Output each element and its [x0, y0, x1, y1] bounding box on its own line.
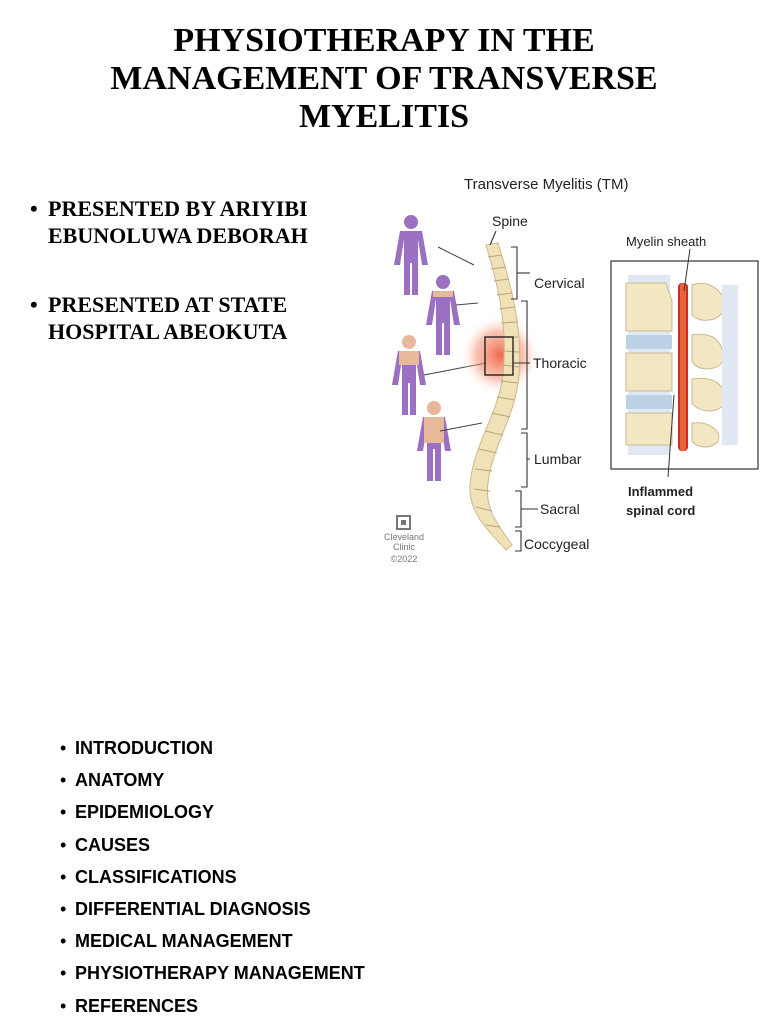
bullet: •	[60, 802, 67, 823]
bullet: •	[60, 995, 67, 1016]
list-item: • MEDICAL MANAGEMENT	[60, 925, 365, 957]
title-line-3: MYELITIS	[298, 98, 470, 135]
label-inflamed-1: Inflammed	[628, 484, 693, 499]
toc-label: EPIDEMIOLOGY	[75, 802, 215, 823]
human-figure-cervical	[394, 215, 428, 295]
logo-year: ©2022	[391, 554, 418, 564]
list-item: • DIFFERENTIAL DIAGNOSIS	[60, 893, 365, 925]
toc-label: PHYSIOTHERAPY MANAGEMENT	[75, 963, 365, 984]
table-of-contents: • INTRODUCTION • ANATOMY • EPIDEMIOLOGY • CA…	[60, 732, 365, 1022]
toc-label: REFERENCES	[75, 995, 199, 1016]
bullet: •	[60, 866, 67, 887]
slide-title: PHYSIOTHERAPY IN THE MANAGEMENT OF TRANS…	[20, 22, 748, 136]
toc-label: MEDICAL MANAGEMENT	[75, 931, 293, 952]
bullet: •	[30, 292, 38, 317]
transverse-myelitis-illustration: Transverse Myelitis (TM)	[384, 176, 759, 564]
label-inflamed-2: spinal cord	[626, 503, 695, 518]
logo-line-1: Cleveland	[384, 532, 424, 542]
bullet: •	[60, 738, 67, 758]
presenter-list: • PRESENTED BY ARIYIBI EBUNOLUWA DEBORAH…	[30, 195, 370, 387]
human-figure-thoracic-upper	[426, 275, 460, 355]
label-coccygeal: Coccygeal	[524, 536, 589, 552]
list-item: • CAUSES	[60, 829, 365, 861]
bullet: •	[60, 931, 67, 952]
list-item: • ANATOMY	[60, 764, 365, 796]
spinal-cord-cross-section-icon	[625, 275, 738, 455]
bullet: •	[30, 196, 38, 221]
presenter-line: PRESENTED BY ARIYIBI	[48, 196, 308, 221]
figure-title: Transverse Myelitis (TM)	[464, 176, 628, 193]
list-item: • PHYSIOTHERAPY MANAGEMENT	[60, 957, 365, 989]
bullet: •	[60, 770, 67, 791]
presenter-item: • PRESENTED AT STATE HOSPITAL ABEOKUTA	[30, 291, 370, 345]
toc-label: DIFFERENTIAL DIAGNOSIS	[75, 899, 311, 920]
title-line-2: MANAGEMENT OF TRANSVERSE	[110, 60, 658, 97]
label-sacral: Sacral	[540, 501, 580, 517]
list-item: • INTRODUCTION	[60, 732, 365, 764]
toc-label: INTRODUCTION	[75, 738, 213, 758]
bullet: •	[60, 834, 67, 855]
logo-line-2: Clinic	[393, 542, 416, 552]
label-lumbar: Lumbar	[534, 451, 582, 467]
label-myelin-sheath: Myelin sheath	[626, 234, 706, 249]
list-item: • CLASSIFICATIONS	[60, 861, 365, 893]
title-slide: PHYSIOTHERAPY IN THE MANAGEMENT OF TRANS…	[20, 22, 759, 564]
human-figure-lumbar	[417, 401, 451, 481]
presenter-line: PRESENTED AT STATE	[48, 292, 288, 317]
toc-label: ANATOMY	[75, 770, 165, 791]
affected-segment-box	[484, 336, 514, 376]
inflammation-glow	[460, 315, 540, 395]
presenter-item: • PRESENTED BY ARIYIBI EBUNOLUWA DEBORAH	[30, 195, 370, 249]
label-thoracic: Thoracic	[533, 355, 587, 371]
list-item: • EPIDEMIOLOGY	[60, 796, 365, 828]
spine-icon	[469, 242, 521, 551]
label-cervical: Cervical	[534, 275, 585, 291]
bullet: •	[60, 963, 67, 984]
human-figure-thoracic	[392, 335, 426, 415]
presenter-line: EBUNOLUWA DEBORAH	[48, 223, 308, 248]
label-spine: Spine	[492, 213, 528, 229]
bullet: •	[60, 899, 67, 920]
presenter-line: HOSPITAL ABEOKUTA	[48, 319, 288, 344]
toc-label: CAUSES	[75, 834, 151, 855]
list-item: • REFERENCES	[60, 990, 365, 1022]
toc-label: CLASSIFICATIONS	[75, 866, 237, 887]
title-line-1: PHYSIOTHERAPY IN THE	[173, 22, 595, 59]
cleveland-clinic-logo-icon: Cleveland Clinic ©2022	[384, 515, 424, 564]
